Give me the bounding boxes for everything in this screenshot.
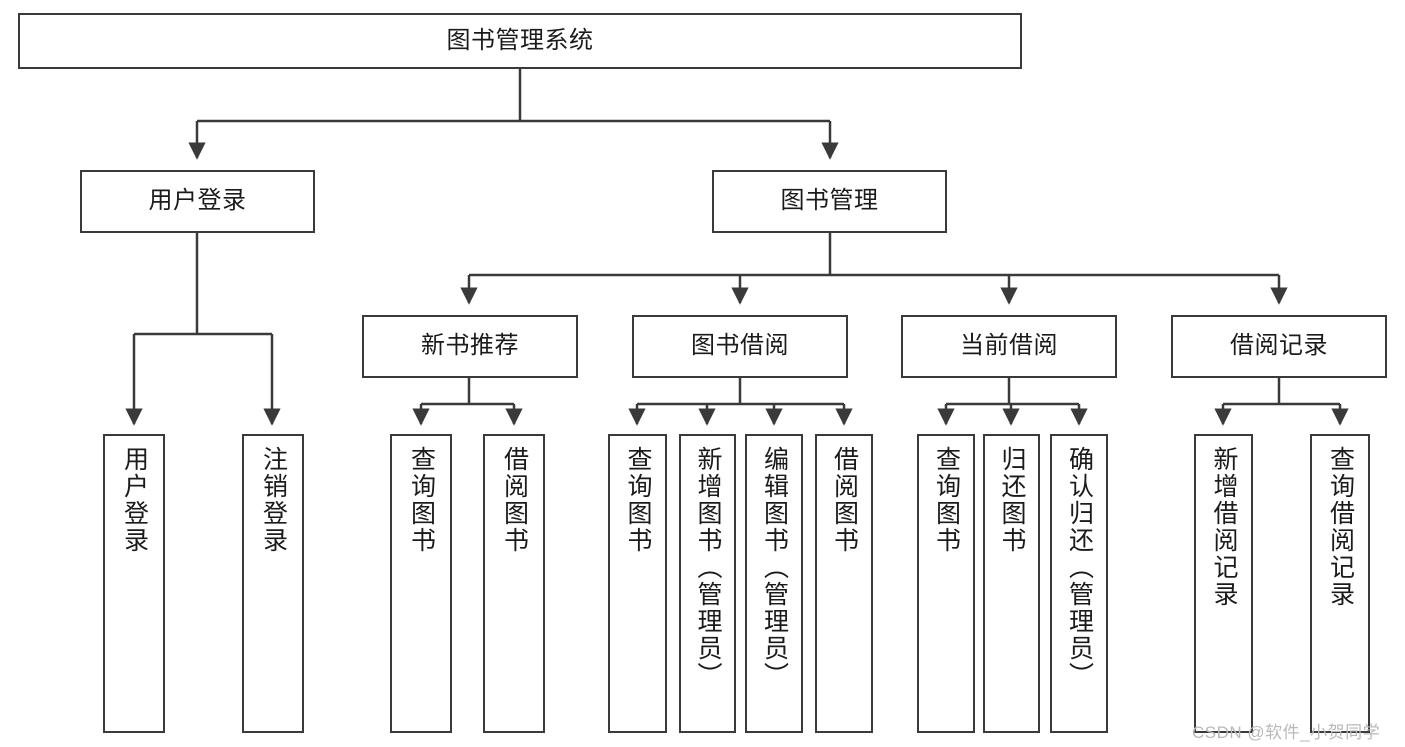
- leaf-logout[interactable]: 注销登录: [242, 434, 304, 733]
- leaf-user-login[interactable]: 用户登录: [103, 434, 165, 733]
- node-root[interactable]: 图书管理系统: [18, 13, 1022, 69]
- leaf-borrow-book-label: 借阅图书: [830, 446, 859, 554]
- leaf-recommend-borrow-book[interactable]: 借阅图书: [483, 434, 545, 733]
- leaf-edit-book-admin-label: 编辑图书（管理员）: [760, 446, 789, 689]
- leaf-user-login-label: 用户登录: [120, 446, 149, 554]
- node-book-management-label: 图书管理: [780, 187, 879, 215]
- node-borrow-record[interactable]: 借阅记录: [1171, 315, 1387, 378]
- leaf-return-book-label: 归还图书: [998, 446, 1026, 554]
- node-new-book-recommend-label: 新书推荐: [421, 332, 519, 360]
- leaf-logout-label: 注销登录: [259, 446, 288, 554]
- node-user-login-label: 用户登录: [148, 187, 247, 215]
- leaf-add-borrow-record[interactable]: 新增借阅记录: [1194, 434, 1253, 733]
- leaf-recommend-borrow-book-label: 借阅图书: [500, 446, 529, 554]
- node-book-management[interactable]: 图书管理: [712, 170, 947, 233]
- leaf-borrow-query-book[interactable]: 查询图书: [608, 434, 667, 733]
- node-current-borrow-label: 当前借阅: [960, 332, 1058, 360]
- watermark-text: CSDN @软件_小贺同学: [1192, 723, 1381, 742]
- leaf-query-borrow-record-label: 查询借阅记录: [1326, 446, 1355, 608]
- leaf-add-book-admin-label: 新增图书（管理员）: [694, 446, 722, 689]
- leaf-confirm-return-admin-label: 确认归还（管理员）: [1065, 446, 1094, 689]
- leaf-confirm-return-admin[interactable]: 确认归还（管理员）: [1050, 434, 1108, 733]
- node-root-label: 图书管理系统: [446, 26, 594, 54]
- leaf-edit-book-admin[interactable]: 编辑图书（管理员）: [745, 434, 803, 733]
- node-current-borrow[interactable]: 当前借阅: [901, 315, 1117, 378]
- node-user-login[interactable]: 用户登录: [80, 170, 315, 233]
- leaf-recommend-query-book[interactable]: 查询图书: [390, 434, 452, 733]
- leaf-return-book[interactable]: 归还图书: [983, 434, 1040, 733]
- node-new-book-recommend[interactable]: 新书推荐: [362, 315, 578, 378]
- leaf-recommend-query-book-label: 查询图书: [407, 446, 436, 554]
- leaf-current-query-book[interactable]: 查询图书: [917, 434, 975, 733]
- leaf-borrow-query-book-label: 查询图书: [624, 446, 652, 554]
- node-book-borrow[interactable]: 图书借阅: [632, 315, 848, 378]
- leaf-add-book-admin[interactable]: 新增图书（管理员）: [679, 434, 736, 733]
- node-borrow-record-label: 借阅记录: [1230, 332, 1328, 360]
- node-book-borrow-label: 图书借阅: [691, 332, 789, 360]
- leaf-query-borrow-record[interactable]: 查询借阅记录: [1310, 434, 1370, 733]
- leaf-add-borrow-record-label: 新增借阅记录: [1210, 446, 1238, 608]
- leaf-borrow-book[interactable]: 借阅图书: [815, 434, 873, 733]
- leaf-current-query-book-label: 查询图书: [932, 446, 961, 554]
